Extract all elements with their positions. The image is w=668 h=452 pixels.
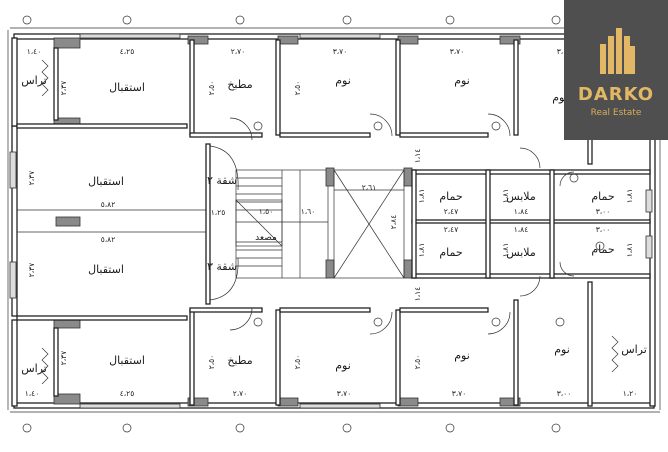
dim-hall-1: ١،١٤: [413, 149, 422, 164]
door-markers: [253, 121, 605, 327]
dim-top-3: ٢،٧٠: [231, 47, 246, 56]
bathroom-label-3: حمام: [439, 246, 462, 259]
landing-walls: [205, 143, 239, 305]
dim-bath-3: ٢،٤٧: [444, 225, 459, 234]
terrace-rails: [41, 59, 619, 385]
stair-core: [235, 167, 413, 279]
brand-name: DARKO: [577, 84, 655, 105]
dim-corridor-1: ٥،٨٢: [101, 200, 116, 209]
dim-bottom-6: ٣،٠٠: [557, 389, 572, 398]
room-labels: تراس استقبال مطبخ نوم نوم نوم استقبال اس…: [21, 74, 647, 375]
reception-label-bottom: استقبال: [109, 354, 145, 367]
service-block: [411, 147, 651, 297]
dim-bath-2: ٣،٠٠: [596, 207, 611, 216]
dim-top-2: ٤،٢٥: [120, 47, 135, 56]
bedroom-label-top-2: نوم: [454, 74, 470, 87]
dim-dress-1: ١،٨٤: [514, 207, 529, 216]
dim-shaft-2: ٢،٨٤: [389, 215, 398, 230]
apartment-3-label: شقة ٣: [207, 260, 237, 273]
bedroom-label-bottom-1: نوم: [335, 359, 351, 372]
bedroom-label-top-3: نوم: [552, 91, 568, 104]
terrace-label-top: تراس: [21, 74, 47, 87]
brand-logo: DARKO Real Estate: [564, 0, 668, 140]
terrace-label-bottom-left: تراس: [21, 362, 47, 375]
dim-bot-left-2: ٢،٥٠: [207, 355, 216, 370]
dim-corridor-3: ١،٢٥: [211, 208, 226, 217]
dim-vert-4: ١،٨١: [501, 243, 510, 258]
door-swings: [229, 113, 575, 335]
dim-bottom-7: ١،٢٠: [623, 389, 638, 398]
dim-bot-left-4: ٢،٥٠: [413, 355, 422, 370]
dim-bottom-3: ٢،٧٠: [233, 389, 248, 398]
dressing-label-1: ملابس: [506, 190, 536, 203]
dim-bot-left-3: ٢،٥٠: [293, 355, 302, 370]
brand-tagline: Real Estate: [590, 108, 642, 118]
bedroom-label-top-1: نوم: [335, 74, 351, 87]
bottom-unit-walls: [16, 281, 593, 407]
bedroom-label-bottom-2: نوم: [454, 349, 470, 362]
terrace-label-bottom-right: تراس: [621, 343, 647, 356]
dim-corridor-2: ٥،٨٢: [101, 235, 116, 244]
top-unit-walls: [16, 35, 611, 165]
dim-top-5: ٣،٧٠: [450, 47, 465, 56]
dim-bottom-4: ٣،٧٠: [337, 389, 352, 398]
bedroom-label-bottom-3: نوم: [554, 343, 570, 356]
dim-dress-2: ١،٨٤: [514, 225, 529, 234]
kitchen-label-bottom: مطبخ: [227, 354, 252, 367]
shaft: [333, 169, 405, 279]
dim-left-3: ٢،٥٠: [293, 81, 302, 96]
building-logo-icon: [600, 28, 635, 74]
dim-stair-1: ١،٥٠: [259, 207, 274, 216]
kitchen-label-top: مطبخ: [227, 78, 252, 91]
dim-shaft-1: ٢،٦١: [362, 183, 377, 192]
windows: [9, 33, 653, 409]
bathroom-label-1: حمام: [439, 190, 462, 203]
axis-markers: [22, 15, 561, 433]
dim-bath-4: ٣،٠٠: [596, 225, 611, 234]
dim-left-1: ٢،٣٧: [59, 81, 68, 96]
dim-vert-3: ١،٨١: [417, 243, 426, 258]
dim-bath-1: ٢،٤٧: [444, 207, 459, 216]
dim-top-4: ٣،٧٠: [333, 47, 348, 56]
elevator-label: مصعد: [255, 233, 277, 243]
dim-side-2: ٢،٣٧: [27, 263, 36, 278]
reception-label-mid-bottom: استقبال: [88, 263, 124, 276]
dim-side-1: ٢،٣٧: [27, 171, 36, 186]
dim-vert-2: ١،٨١: [501, 189, 510, 204]
bathroom-label-4: حمام: [591, 243, 614, 256]
dim-vert-1: ١،٨١: [417, 189, 426, 204]
dim-bot-left-1: ٢،٣٧: [59, 351, 68, 366]
dressing-label-2: ملابس: [506, 246, 536, 259]
dim-top-1: ١،٤٠: [27, 47, 42, 56]
apartment-2-label: شقة ٢: [207, 174, 237, 187]
dim-left-2: ٢،٥٠: [207, 81, 216, 96]
dim-hall-2: ١،١٤: [413, 287, 422, 302]
corridor: [17, 209, 210, 233]
reception-label-top: استقبال: [109, 81, 145, 94]
dim-bottom-5: ٣،٧٠: [452, 389, 467, 398]
dim-bottom-2: ٤،٢٥: [120, 389, 135, 398]
dim-vert-5: ١،٨١: [625, 189, 634, 204]
reception-label-mid-top: استقبال: [88, 175, 124, 188]
bathroom-label-2: حمام: [591, 190, 614, 203]
dim-stair-2: ١،٦٠: [301, 207, 316, 216]
dim-bottom-1: ١،٤٠: [25, 389, 40, 398]
dim-vert-6: ١،٨١: [625, 243, 634, 258]
